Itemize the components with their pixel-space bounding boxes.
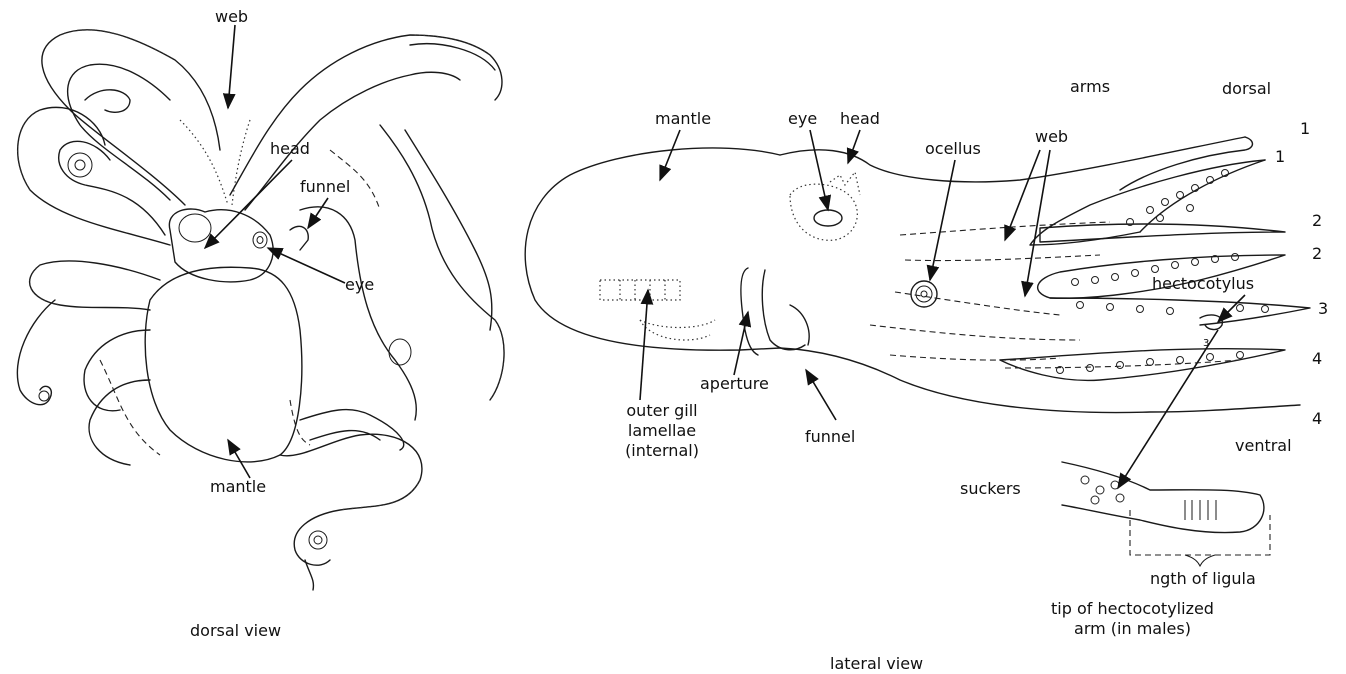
arm-number-1a: 1	[1300, 120, 1310, 138]
dorsal-view-drawing	[17, 30, 504, 590]
arm-number-3: 3	[1318, 300, 1328, 318]
label-arms: arms	[1070, 78, 1110, 96]
label-head-lateral: head	[840, 110, 880, 128]
label-gill-line1: outer gill	[612, 402, 712, 420]
label-funnel-dorsal: funnel	[300, 178, 350, 196]
arm-number-4a: 4	[1312, 350, 1322, 368]
label-length-of-ligula: ngth of ligula	[1150, 570, 1256, 588]
arm-number-2a: 2	[1312, 212, 1322, 230]
label-funnel-lateral: funnel	[805, 428, 855, 446]
label-eye-dorsal: eye	[345, 276, 374, 294]
label-eye-lateral: eye	[788, 110, 817, 128]
label-hectocotylus: hectocotylus	[1152, 275, 1254, 293]
label-web-lateral: web	[1035, 128, 1068, 146]
label-tip-line1: tip of hectocotylized	[1000, 600, 1265, 618]
label-mantle-dorsal: mantle	[210, 478, 266, 496]
caption-lateral-view: lateral view	[830, 655, 923, 673]
label-mantle-lateral: mantle	[655, 110, 711, 128]
label-suckers: suckers	[960, 480, 1021, 498]
label-tip-line2: arm (in males)	[1000, 620, 1265, 638]
arm-number-2b: 2	[1312, 245, 1322, 263]
arm-number-1b: 1	[1275, 148, 1285, 166]
label-head-dorsal: head	[270, 140, 310, 158]
label-ventral-side: ventral	[1235, 437, 1292, 455]
label-aperture: aperture	[700, 375, 769, 393]
label-arm-3-small: 3	[1203, 335, 1209, 353]
label-web-dorsal: web	[215, 8, 248, 26]
label-gill-line3: (internal)	[612, 442, 712, 460]
caption-dorsal-view: dorsal view	[190, 622, 281, 640]
label-ocellus: ocellus	[925, 140, 981, 158]
label-gill-line2: lamellae	[612, 422, 712, 440]
label-dorsal-side: dorsal	[1222, 80, 1271, 98]
arm-number-4b: 4	[1312, 410, 1322, 428]
hectocotylus-inset	[1062, 462, 1270, 566]
